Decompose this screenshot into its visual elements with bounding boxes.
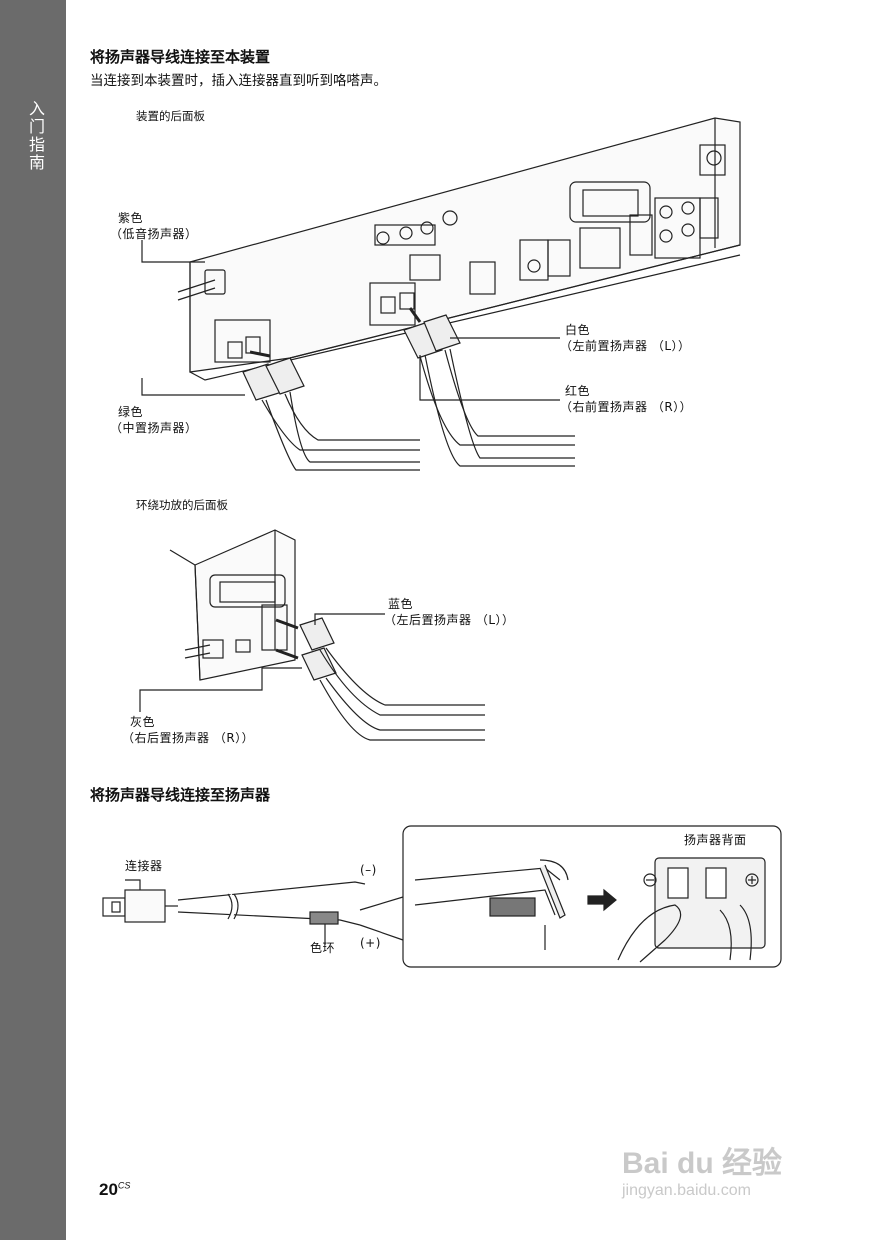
section1-heading: 将扬声器导线连接至本装置 [90,48,271,66]
green-desc: （中置扬声器） [110,421,198,435]
section1-instruction: 当连接到本装置时，插入连接器直到听到咯嗒声。 [90,73,387,89]
unit-rear-panel-caption: 装置的后面板 [136,109,205,123]
page-number: 20CS [99,1180,130,1200]
white-desc: （左前置扬声器 （L）） [560,339,691,353]
section2-heading: 将扬声器导线连接至扬声器 [90,786,271,804]
blue-desc: （左后置扬声器 （L）） [384,613,515,627]
speaker-back-label: 扬声器背面 [684,833,747,847]
watermark-brand: Bai du 经验 [622,1147,783,1180]
gray-desc: （右后置扬声器 （R）） [122,731,255,745]
watermark-url: jingyan.baidu.com [622,1182,751,1199]
purple-label: 紫色 [118,211,144,225]
side-tab: 入门指南 [0,0,66,1240]
plus-label: (+) [360,936,381,950]
minus-label: (–) [360,863,377,877]
red-desc: （右前置扬声器 （R）） [560,400,693,414]
side-tab-label: 入门指南 [26,100,45,172]
purple-desc: （低音扬声器） [110,227,198,241]
white-label: 白色 [565,323,591,337]
gray-label: 灰色 [130,715,156,729]
blue-label: 蓝色 [388,597,414,611]
color-ring-label: 色环 [310,941,336,955]
amp-rear-panel-caption: 环绕功放的后面板 [136,498,228,512]
red-label: 红色 [565,384,591,398]
page-number-value: 20 [99,1180,118,1199]
page-suffix: CS [117,1180,131,1191]
green-label: 绿色 [118,405,144,419]
connector-label: 连接器 [125,859,163,873]
